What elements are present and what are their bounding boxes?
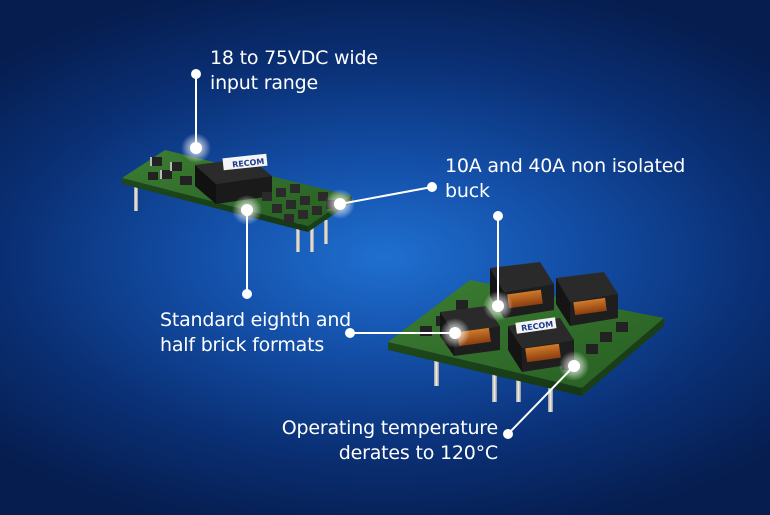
callout-buck-line1: 10A and 40A non isolated <box>445 155 686 177</box>
marker-formats-2 <box>440 318 470 348</box>
callout-buck-line2: buck <box>445 180 490 202</box>
callout-temperature: Operating temperature derates to 120°C <box>282 416 498 466</box>
callout-formats-line1: Standard eighth and <box>160 309 352 331</box>
eighth-brick-module: RECOM <box>122 150 352 252</box>
callout-input-range: 18 to 75VDC wide input range <box>210 46 378 96</box>
marker-buck-1 <box>325 189 355 219</box>
brand-label-2: RECOM <box>521 320 554 333</box>
callout-buck: 10A and 40A non isolated buck <box>445 154 685 204</box>
marker-temperature <box>559 351 589 381</box>
callout-markers <box>181 133 589 381</box>
marker-formats <box>232 195 262 225</box>
half-brick-module: RECOM <box>388 262 664 412</box>
callout-input-range-line1: 18 to 75VDC wide <box>210 47 378 69</box>
callout-endpoints <box>191 69 513 439</box>
callout-formats-line2: half brick formats <box>160 334 325 356</box>
brand-label: RECOM <box>232 157 265 169</box>
callout-formats: Standard eighth and half brick formats <box>160 308 351 358</box>
marker-buck-2 <box>483 291 513 321</box>
callout-temperature-line1: Operating temperature <box>281 417 498 439</box>
callout-input-range-line2: input range <box>210 72 318 94</box>
marker-input-range <box>181 133 211 163</box>
callout-temperature-line2: derates to 120°C <box>338 442 498 464</box>
